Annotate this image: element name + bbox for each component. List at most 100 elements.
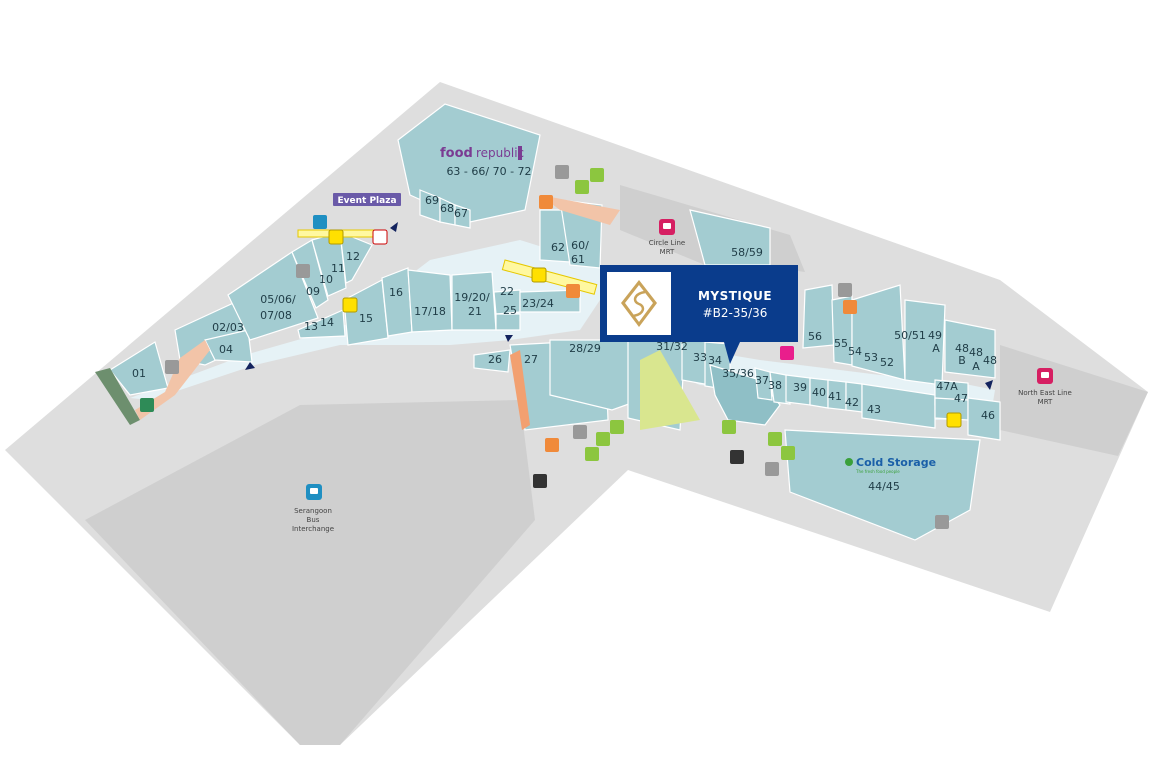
unit-label: 58/59 bbox=[731, 246, 763, 259]
escalator-icon bbox=[342, 297, 358, 313]
unit-label: 56 bbox=[808, 330, 822, 343]
unit-label: 12 bbox=[346, 250, 360, 263]
unit-label: 31/32 bbox=[656, 340, 688, 353]
event-plaza-label: Event Plaza bbox=[337, 196, 396, 206]
unit-label: 21 bbox=[468, 305, 482, 318]
family-icon bbox=[768, 432, 782, 446]
unit-label: 19/20/ bbox=[454, 291, 490, 304]
unit-label: 35/36 bbox=[722, 367, 754, 380]
exit-icon bbox=[140, 398, 154, 412]
direction-marker bbox=[985, 380, 993, 390]
central-units bbox=[509, 209, 791, 431]
train-icon-window bbox=[663, 223, 671, 229]
bus-label-2: Bus bbox=[307, 516, 320, 524]
accessible-icon bbox=[590, 168, 604, 182]
unit-label: 34 bbox=[708, 354, 722, 367]
unit-label: 54 bbox=[848, 345, 862, 358]
unit-label: 42 bbox=[845, 396, 859, 409]
unit-label: 27 bbox=[524, 353, 538, 366]
bus-label-1: Serangoon bbox=[294, 507, 332, 515]
food-republic-units: 63 - 66/ 70 - 72 bbox=[446, 165, 531, 178]
unit-label: 61 bbox=[571, 253, 585, 266]
restroom-icon bbox=[596, 432, 610, 446]
lift-icon bbox=[545, 438, 559, 452]
unit-label: 11 bbox=[331, 262, 345, 275]
lift-icon bbox=[539, 195, 553, 209]
escalator-icon bbox=[946, 412, 962, 428]
staircase-icon bbox=[555, 165, 569, 179]
food-republic-republic: republic bbox=[476, 146, 524, 160]
unit-label: 52 bbox=[880, 356, 894, 369]
unit-label: 47A bbox=[936, 380, 958, 393]
restroom-icon bbox=[722, 420, 736, 434]
unit-label: 39 bbox=[793, 381, 807, 394]
unit-label: 26 bbox=[488, 353, 502, 366]
restroom-icon bbox=[575, 180, 589, 194]
unit-label: 60/ bbox=[571, 239, 589, 252]
amenity-icons bbox=[140, 165, 962, 529]
unit-label: 67 bbox=[454, 207, 468, 220]
defibrillator-icon bbox=[372, 229, 388, 245]
unit-label: 68 bbox=[440, 202, 454, 215]
staircase-icon bbox=[296, 264, 310, 278]
staircase-icon bbox=[165, 360, 179, 374]
direction-marker bbox=[505, 335, 513, 342]
unit-label: 40 bbox=[812, 386, 826, 399]
unit-label: 04 bbox=[219, 343, 233, 356]
train-icon-window bbox=[1041, 372, 1049, 378]
bus-interchange-area bbox=[85, 400, 535, 745]
unit-label: 07/08 bbox=[260, 309, 292, 322]
food-republic-mark bbox=[518, 146, 522, 160]
atm-icon bbox=[566, 284, 580, 298]
unit-label: 13 bbox=[304, 320, 318, 333]
food-republic-block bbox=[397, 103, 620, 269]
unit-label: 47 bbox=[954, 392, 968, 405]
unit-label: 69 bbox=[425, 194, 439, 207]
staircase-icon bbox=[935, 515, 949, 529]
mystique-logo-icon bbox=[621, 280, 657, 327]
unit-label: 50/51 bbox=[894, 329, 926, 342]
lift-icon bbox=[533, 474, 547, 488]
unit-label: 41 bbox=[828, 390, 842, 403]
accessible-icon bbox=[781, 446, 795, 460]
store-name: MYSTIQUE bbox=[697, 289, 773, 303]
callout-pointer bbox=[724, 342, 740, 364]
unit-label: 53 bbox=[864, 351, 878, 364]
exit-path bbox=[95, 368, 140, 425]
unit-label: 17/18 bbox=[414, 305, 446, 318]
unit-label: 09 bbox=[306, 285, 320, 298]
staircase-icon bbox=[838, 283, 852, 297]
cold-storage-units: 44/45 bbox=[868, 480, 900, 493]
cold-storage-logo: Cold Storage bbox=[856, 456, 936, 469]
escalator-icon bbox=[531, 267, 547, 283]
unit-label: 25 bbox=[503, 304, 517, 317]
unit-label: 37 bbox=[755, 374, 769, 387]
store-callout[interactable]: MYSTIQUE #B2-35/36 bbox=[600, 265, 798, 342]
north-east-line-label: North East Line bbox=[1018, 389, 1072, 397]
escalator-icon bbox=[780, 346, 794, 360]
unit-label: 48 bbox=[983, 354, 997, 367]
unit-label: A bbox=[972, 360, 980, 373]
family-icon bbox=[585, 447, 599, 461]
unit-label: 15 bbox=[359, 312, 373, 325]
unit-label: 02/03 bbox=[212, 321, 244, 334]
cold-storage-tagline: The fresh food people bbox=[855, 469, 900, 474]
unit-label: A bbox=[932, 342, 940, 355]
bus-label-3: Interchange bbox=[292, 525, 334, 533]
circle-line-label: Circle Line bbox=[649, 239, 685, 247]
direction-marker bbox=[390, 222, 398, 232]
escalator-icon bbox=[328, 229, 344, 245]
unit-label: 46 bbox=[981, 409, 995, 422]
north-east-mrt-label: MRT bbox=[1038, 398, 1053, 406]
unit-label: 55 bbox=[834, 337, 848, 350]
unit-label: 01 bbox=[132, 367, 146, 380]
staircase-icon bbox=[765, 462, 779, 476]
info-icon bbox=[313, 215, 327, 229]
unit-label: 14 bbox=[320, 316, 334, 329]
unit-label: 38 bbox=[768, 379, 782, 392]
store-unit-number: #B2-35/36 bbox=[702, 306, 768, 320]
unit-label: 10 bbox=[319, 273, 333, 286]
unit-label: 22 bbox=[500, 285, 514, 298]
